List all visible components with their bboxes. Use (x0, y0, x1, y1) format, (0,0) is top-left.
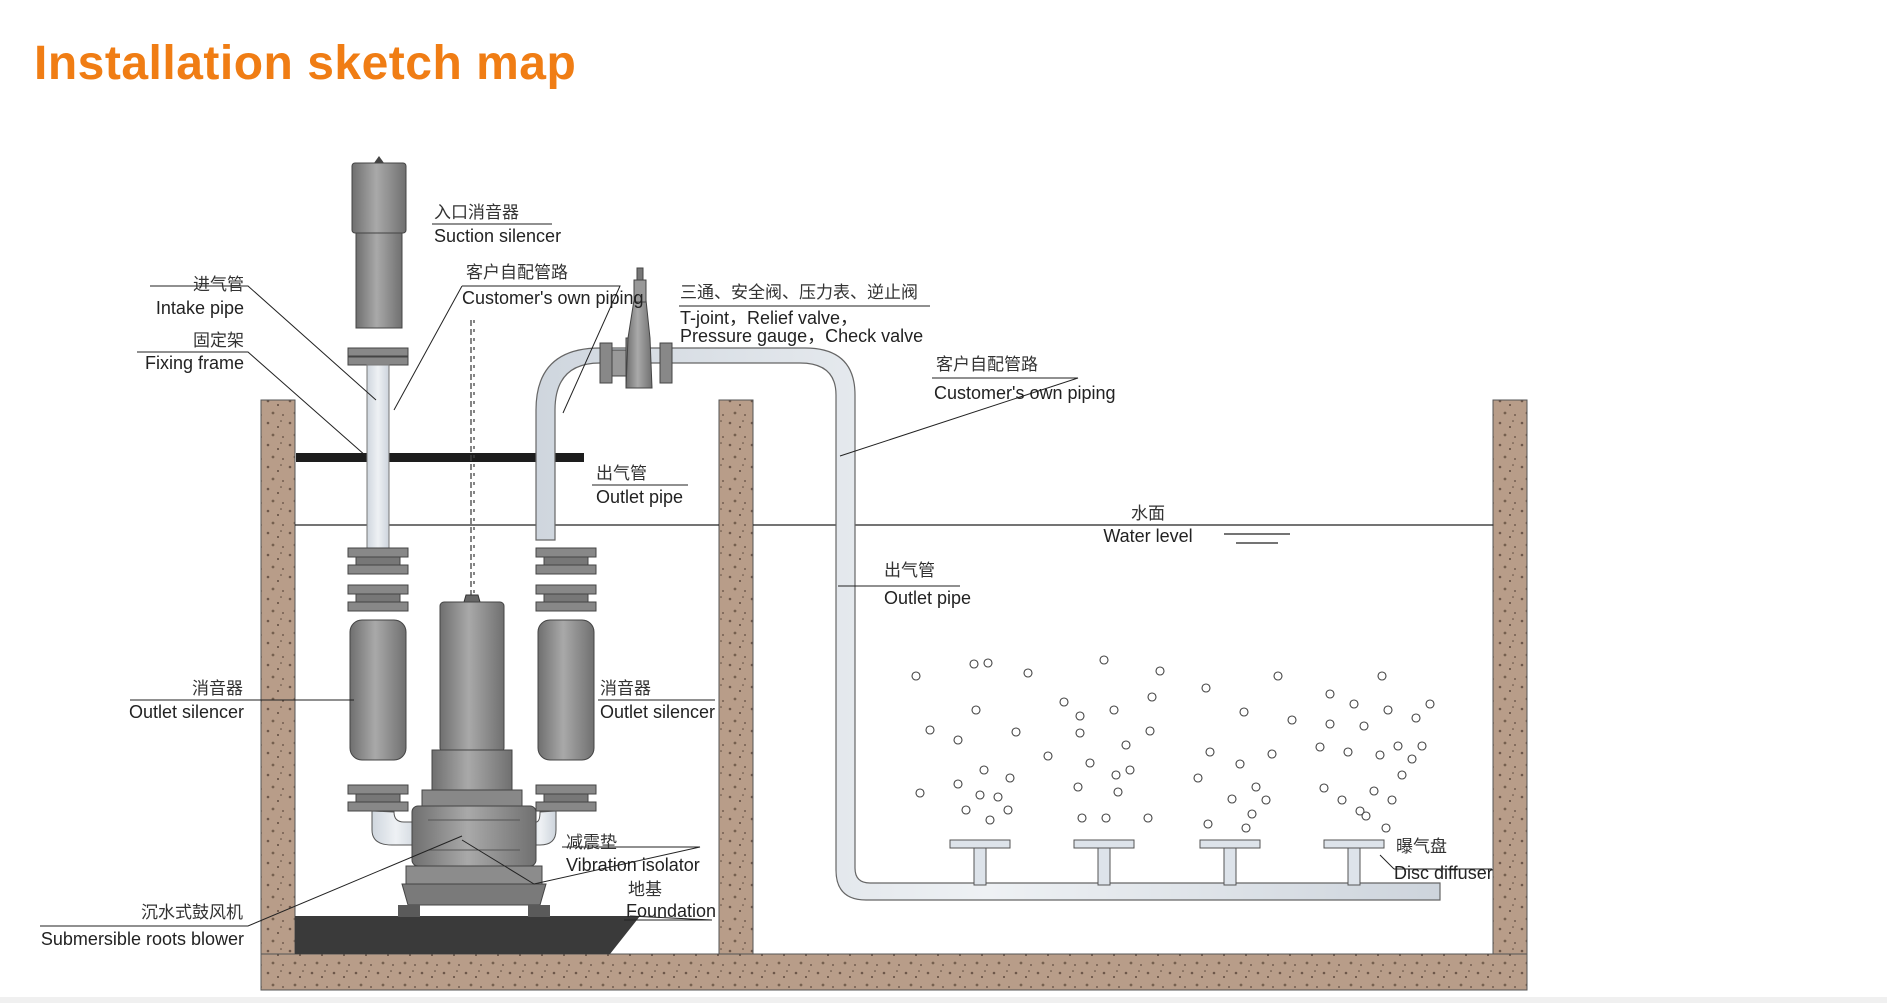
foundation-en: Foundation (626, 901, 716, 921)
lifting-chain (470, 320, 475, 595)
right-wall (1492, 399, 1528, 991)
disc-diffuser-cn: 曝气盘 (1396, 837, 1447, 857)
foundation-slab (295, 916, 640, 954)
page-title: Installation sketch map (34, 37, 577, 90)
water-level-lines (295, 524, 1493, 544)
disc-diffuser-en: Disc diffuser (1394, 863, 1493, 883)
outlet-silencer-right-en: Outlet silencer (600, 702, 715, 722)
vibration-isolator-cn: 减震垫 (566, 833, 617, 853)
fixing-frame-beam (296, 453, 584, 462)
valves-en-1: T-joint，Relief valve， (680, 308, 858, 328)
customers-piping-2-cn: 客户自配管路 (936, 355, 1038, 375)
customers-piping-2-en: Customer's own piping (934, 383, 1116, 403)
outlet-silencer-left-en: Outlet silencer (129, 702, 244, 722)
customers-piping-1-cn: 客户自配管路 (466, 263, 568, 283)
middle-wall (718, 399, 754, 956)
suction-silencer-en: Suction silencer (434, 226, 561, 246)
intake-pipe-en: Intake pipe (156, 298, 244, 318)
outlet-pipe-1-en: Outlet pipe (596, 487, 683, 507)
intake-pipe-cn: 进气管 (193, 275, 244, 295)
customers-piping-1-en: Customer's own piping (462, 288, 644, 308)
water-level-cn: 水面 (1131, 504, 1165, 524)
vibration-isolator-en: Vibration isolator (566, 855, 700, 875)
blower-en: Submersible roots blower (41, 929, 244, 949)
tank-structure (260, 399, 1528, 991)
outlet-silencer-right-cn: 消音器 (600, 679, 651, 699)
text-labels: 入口消音器 Suction silencer 进气管 Intake pipe 固… (41, 203, 1493, 949)
outlet-pipe-2-en: Outlet pipe (884, 588, 971, 608)
valves-cn: 三通、安全阀、压力表、逆止阀 (680, 283, 918, 303)
fixing-frame-en: Fixing frame (145, 353, 244, 373)
tank-floor (260, 953, 1528, 991)
left-wall (260, 399, 296, 991)
valve-cluster (599, 267, 673, 389)
outlet-silencer-left-cn: 消音器 (192, 679, 243, 699)
air-bubbles (911, 655, 1435, 833)
bottom-bar (0, 997, 1887, 1003)
blower-unit (398, 594, 550, 917)
outlet-pipe-1-cn: 出气管 (596, 464, 647, 484)
suction-silencer-cn: 入口消音器 (434, 203, 519, 223)
leader-lines (40, 223, 1492, 927)
foundation-cn: 地基 (628, 880, 662, 900)
valves-en-2: Pressure gauge，Check valve (680, 326, 923, 346)
water-level-en: Water level (1103, 526, 1192, 546)
blower-cn: 沉水式鼓风机 (141, 903, 243, 923)
outlet-pipe-2-cn: 出气管 (884, 561, 935, 581)
disc-diffusers (949, 839, 1385, 886)
outlet-assembly (524, 347, 1441, 901)
intake-assembly (347, 156, 421, 846)
fixing-frame-cn: 固定架 (193, 331, 244, 351)
